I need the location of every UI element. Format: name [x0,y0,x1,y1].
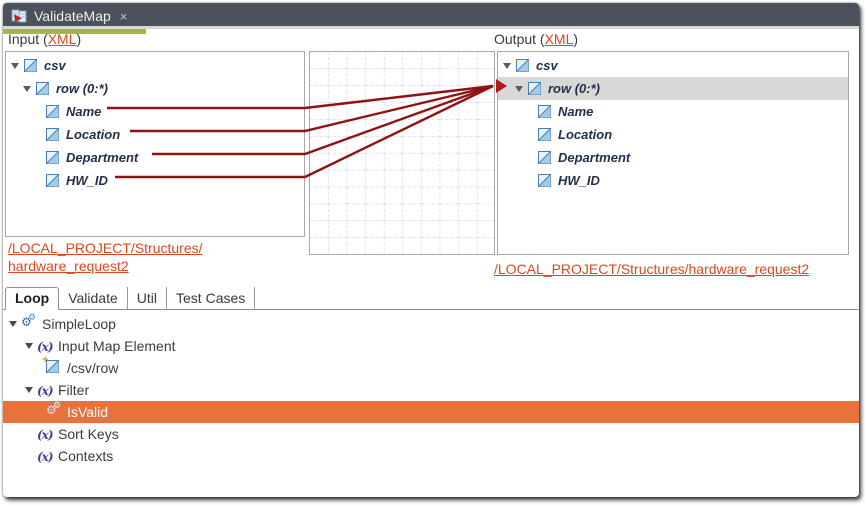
expander-icon[interactable] [8,319,21,329]
loop-tree-filter[interactable]: (x) Filter [3,379,859,401]
tab-test-cases[interactable]: Test Cases [167,287,256,309]
gears-icon: ⚙⚙ [21,311,37,329]
input-tree-node-name[interactable]: Name [6,100,304,123]
xml-element-icon [46,128,59,141]
output-xml-link[interactable]: XML [544,31,574,47]
loop-tree-isvalid-selected[interactable]: ⚙⚙ IsValid [3,399,859,423]
active-tab-underline [3,29,146,34]
loop-tree-sort-keys[interactable]: (x) Sort Keys [3,423,859,445]
fx-icon: (x) [37,428,53,442]
xml-element-icon [538,105,551,118]
expander-icon[interactable] [24,385,37,395]
expander-icon[interactable] [502,61,514,71]
bottom-tabbar: Loop Validate Util Test Cases [3,287,859,310]
mapper-area: Input (XML) Output (XML) csv row (0:*) [3,29,859,287]
output-header: Output (XML) [494,31,579,47]
output-tree-node-csv[interactable]: csv [498,54,848,77]
output-tree-node-department[interactable]: Department [498,146,848,169]
output-tree-node-hwid[interactable]: HW_ID [498,169,848,192]
expander-icon[interactable] [10,61,22,71]
xml-element-icon [538,174,551,187]
loop-tree-contexts[interactable]: (x) Contexts [3,445,859,467]
input-source-link[interactable]: /LOCAL_PROJECT/Structures/ hardware_requ… [8,240,203,274]
xml-element-icon [46,105,59,118]
output-source-link[interactable]: /LOCAL_PROJECT/Structures/hardware_reque… [494,261,810,277]
expander-icon[interactable] [22,84,34,94]
xml-element-icon [46,151,59,164]
tab-util[interactable]: Util [128,287,168,309]
tab-validate[interactable]: Validate [59,287,128,309]
expander-icon[interactable] [24,341,37,351]
xml-element-icon [36,82,49,95]
mapping-canvas[interactable] [309,51,495,255]
xml-element-icon [538,128,551,141]
xml-element-icon [46,174,59,187]
editor-tabbar: ValidateMap × [3,3,859,34]
input-tree-node-row[interactable]: row (0:*) [6,77,304,100]
element-new-icon: + [42,354,64,376]
xml-element-icon [538,151,551,164]
expander-spacer [24,451,37,461]
output-tree-node-name[interactable]: Name [498,100,848,123]
input-xml-link[interactable]: XML [47,31,77,47]
xml-element-icon [516,59,529,72]
loop-tree-input-map-element[interactable]: (x) Input Map Element [3,335,859,357]
expander-icon[interactable] [514,84,526,94]
map-icon [11,8,27,24]
mapper-window: ValidateMap × Input (XML) Output (XML) c… [3,3,859,497]
fx-icon: (x) [37,450,53,464]
input-tree-node-hwid[interactable]: HW_ID [6,169,304,192]
fx-icon: (x) [37,384,53,398]
output-tree-node-row-selected[interactable]: row (0:*) [498,77,848,100]
fx-icon: (x) [37,340,53,354]
input-schema-panel: csv row (0:*) Name [5,51,305,237]
gears-icon: ⚙⚙ [46,399,62,417]
output-schema-panel: csv row (0:*) Name [497,51,849,255]
output-tree-node-location[interactable]: Location [498,123,848,146]
close-icon[interactable]: × [119,8,128,24]
xml-element-icon [528,82,541,95]
input-tree-node-location[interactable]: Location [6,123,304,146]
input-tree-node-department[interactable]: Department [6,146,304,169]
input-header: Input (XML) [8,31,82,47]
editor-tab-title: ValidateMap [34,8,111,24]
expander-spacer [24,429,37,439]
xml-element-icon [24,59,37,72]
loop-tree-simpleloop[interactable]: ⚙⚙ SimpleLoop [3,311,859,335]
loop-config-tree: ⚙⚙ SimpleLoop (x) Input Map Element + /c… [3,310,859,497]
editor-tab-validatemap[interactable]: ValidateMap × [3,3,146,29]
tab-loop[interactable]: Loop [5,287,60,310]
input-tree-node-csv[interactable]: csv [6,54,304,77]
loop-tree-csv-row[interactable]: + /csv/row [42,354,119,376]
